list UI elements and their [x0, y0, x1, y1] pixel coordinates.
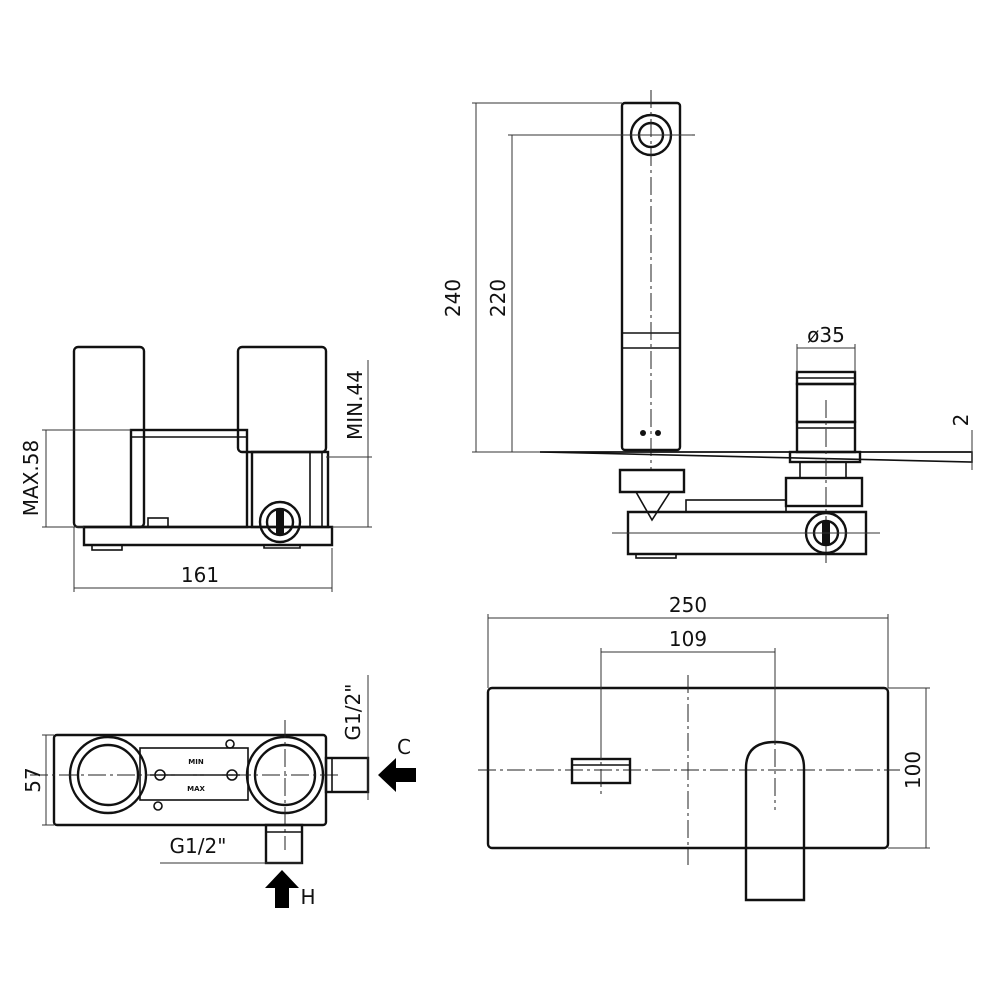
arrow-up-icon — [265, 870, 299, 908]
front-view-cover-plate: 250 109 100 — [478, 593, 930, 902]
outlet-ring — [258, 500, 302, 544]
dim-57: 57 — [21, 767, 45, 792]
arrow-left-icon — [378, 758, 416, 792]
thread-top-label: G1/2" — [341, 684, 365, 741]
valve-min-label: MIN — [188, 758, 204, 766]
dim-161: 161 — [181, 563, 219, 587]
inlet-c-label: C — [397, 735, 411, 759]
hot-inlet-pipe — [264, 823, 304, 865]
lever-handle — [744, 740, 806, 902]
dim-240: 240 — [441, 279, 465, 317]
dim-max-58: MAX.58 — [19, 440, 43, 516]
side-view-spout: 240 220 ø35 2 — [441, 90, 973, 565]
central-block — [129, 428, 249, 529]
dim-109: 109 — [669, 627, 707, 651]
connector-housing — [250, 450, 330, 529]
front-view-valve-body: 161 MAX.58 MIN.44 — [19, 345, 372, 592]
thread-bottom-label: G1/2" — [170, 834, 227, 858]
dim-diameter-35: ø35 — [807, 323, 845, 347]
valve-max-label: MAX — [187, 785, 205, 793]
inlet-h-label: H — [300, 885, 315, 909]
cartridge-nut — [784, 476, 864, 508]
right-cylinder — [236, 345, 328, 454]
dim-min-44: MIN.44 — [343, 370, 367, 440]
outlet-inner — [265, 507, 295, 537]
dim-2: 2 — [949, 414, 973, 427]
spout-connector — [618, 468, 686, 494]
cover-plate — [539, 451, 973, 463]
dim-100: 100 — [901, 751, 925, 789]
top-view-valve-body: MIN MAX 57 G1/2" G1/2" C H — [21, 675, 416, 909]
dim-220: 220 — [486, 279, 510, 317]
dim-250: 250 — [669, 593, 707, 617]
base-plate — [82, 525, 334, 547]
